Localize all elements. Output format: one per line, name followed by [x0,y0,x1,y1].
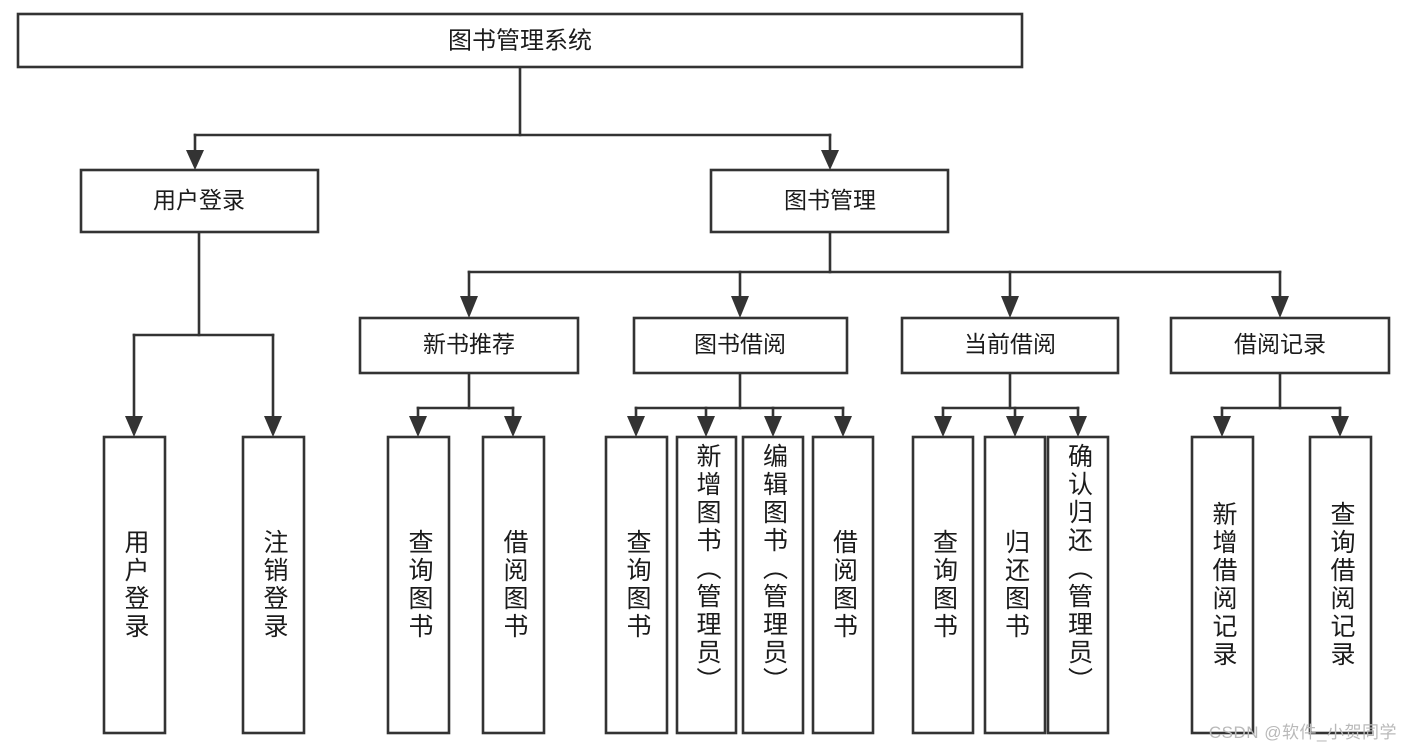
node-label-login: 用户登录 [153,187,245,213]
connector-borrow-to-leaves [627,371,852,437]
node-label-root: 图书管理系统 [448,27,592,54]
node-label-bookmgmt: 图书管理 [784,187,876,213]
node-label-newbook: 新书推荐 [423,331,515,357]
node-box-root[interactable] [16,12,1024,69]
connector-records-to-leaves [1213,371,1349,437]
node-box-login[interactable] [79,168,320,234]
node-box-borrow[interactable] [632,316,849,375]
node-box-newbook[interactable] [358,316,580,375]
node-box-leaf3[interactable] [386,435,451,735]
node-box-leaf11[interactable] [1046,435,1110,735]
node-box-leaf1[interactable] [102,435,167,735]
node-box-bookmgmt[interactable] [709,168,950,234]
node-box-records[interactable] [1169,316,1391,375]
watermark-label: CSDN @软件_小贺同学 [1208,723,1397,742]
node-box-leaf13[interactable] [1308,435,1373,735]
connector-bookmgmt-to-level3 [460,230,1289,318]
node-box-leaf6[interactable] [675,435,738,735]
node-label-records: 借阅记录 [1234,331,1326,357]
node-box-leaf9[interactable] [911,435,975,735]
connector-newbook-to-leaves [409,371,522,437]
node-box-leaf7[interactable] [741,435,805,735]
node-box-leaf10[interactable] [983,435,1047,735]
node-label-current: 当前借阅 [964,331,1056,357]
connector-login-to-leaves [125,230,282,437]
node-box-leaf5[interactable] [604,435,669,735]
node-box-leaf12[interactable] [1190,435,1255,735]
node-label-borrow: 图书借阅 [694,331,786,357]
node-box-leaf2[interactable] [241,435,306,735]
node-box-leaf4[interactable] [481,435,546,735]
node-box-leaf8[interactable] [811,435,875,735]
connector-current-to-leaves [934,371,1087,437]
node-box-current[interactable] [900,316,1120,375]
connector-root-to-level2 [186,65,839,170]
